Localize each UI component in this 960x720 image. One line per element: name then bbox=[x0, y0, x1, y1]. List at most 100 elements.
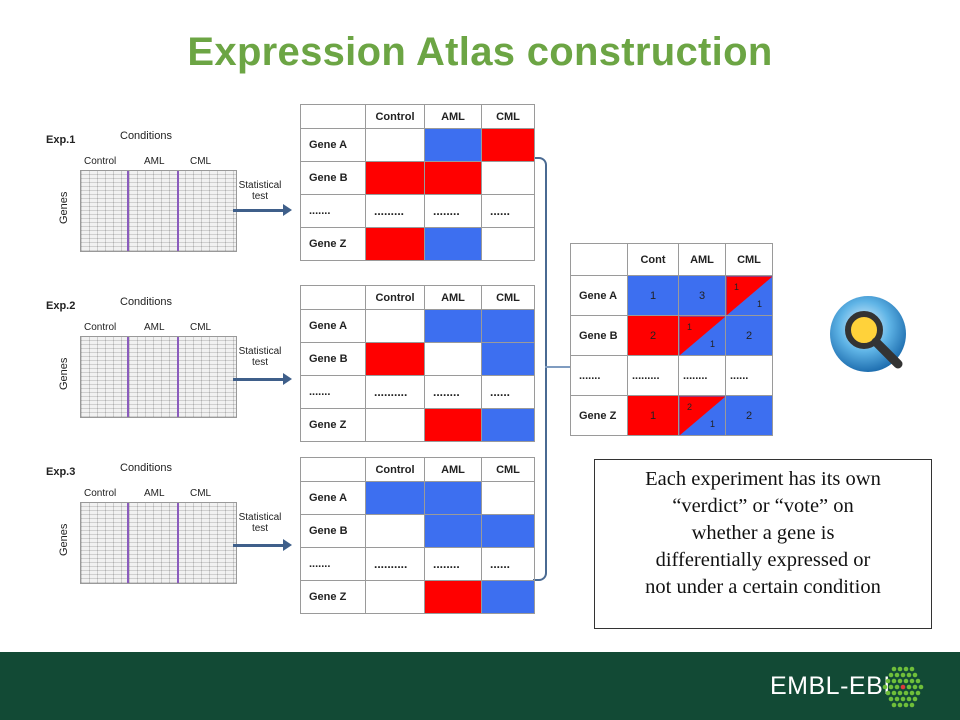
expression-cell-none bbox=[365, 309, 425, 343]
logo-dot bbox=[897, 690, 903, 696]
condition-divider bbox=[127, 171, 129, 251]
explanation-line: not under a certain condition bbox=[645, 576, 881, 598]
condition-divider bbox=[127, 337, 129, 417]
gene-name-cell: Gene B bbox=[300, 161, 366, 195]
ellipsis-cell: ........ bbox=[424, 194, 482, 228]
expression-heatmap bbox=[80, 336, 237, 418]
embl-ebi-hex-logo-icon bbox=[882, 666, 924, 708]
table-row: Gene Z bbox=[300, 580, 535, 614]
up-vote-count: 2 bbox=[687, 402, 693, 412]
vote-cell-blue: 2 bbox=[725, 395, 773, 436]
logo-dot bbox=[909, 702, 915, 708]
ellipsis-cell: .......... bbox=[365, 547, 425, 581]
table-header-cell: Control bbox=[365, 104, 425, 129]
logo-dot bbox=[891, 678, 897, 684]
expression-cell-blue bbox=[424, 309, 482, 343]
down-vote-count: 1 bbox=[756, 299, 762, 309]
logo-dot bbox=[900, 672, 906, 678]
gene-name-cell: Gene Z bbox=[300, 408, 366, 442]
table-row: Gene Z bbox=[300, 227, 535, 261]
table-row: .............................. bbox=[300, 194, 535, 228]
merge-connector bbox=[545, 366, 571, 368]
logo-dot bbox=[900, 696, 906, 702]
table-row: ............................... bbox=[300, 547, 535, 581]
gene-name-cell: Gene A bbox=[300, 309, 366, 343]
expression-cell-red bbox=[424, 580, 482, 614]
gene-name-cell: Gene Z bbox=[300, 227, 366, 261]
expression-cell-red bbox=[424, 161, 482, 195]
condition-column-label: CML bbox=[190, 322, 212, 333]
table-header-cell: Control bbox=[365, 285, 425, 310]
final-header-cell: CML bbox=[725, 243, 773, 276]
explanation-line: Each experiment has its own bbox=[645, 468, 881, 490]
vote-cell-blue: 3 bbox=[678, 275, 726, 316]
gene-name-cell: Gene B bbox=[570, 315, 628, 356]
ellipsis-cell: ........ bbox=[678, 355, 726, 396]
condition-column-label: AML bbox=[144, 488, 165, 499]
statistical-test-text: test bbox=[251, 357, 269, 368]
gene-name-cell: ....... bbox=[570, 355, 628, 396]
expression-cell-none bbox=[365, 128, 425, 162]
logo-dot bbox=[903, 678, 909, 684]
condition-column-label: AML bbox=[144, 156, 165, 167]
conditions-label: Conditions bbox=[120, 130, 172, 142]
ellipsis-cell: ...... bbox=[481, 375, 535, 409]
ellipsis-cell: ...... bbox=[481, 194, 535, 228]
embl-ebi-logo-text: EMBL-EBI bbox=[770, 672, 891, 700]
logo-dot bbox=[903, 690, 909, 696]
genes-axis-label: Genes bbox=[58, 523, 70, 556]
expression-cell-none bbox=[365, 580, 425, 614]
expression-cell-blue bbox=[481, 580, 535, 614]
condition-divider bbox=[127, 503, 129, 583]
logo-dot bbox=[915, 678, 921, 684]
vote-cell-blue: 1 bbox=[627, 275, 679, 316]
condition-column-label: Control bbox=[84, 156, 117, 167]
expression-heatmap bbox=[80, 502, 237, 584]
logo-dot bbox=[909, 678, 915, 684]
conditions-label: Conditions bbox=[120, 462, 172, 474]
logo-dot bbox=[897, 678, 903, 684]
statistical-test-text: Statistical bbox=[238, 512, 282, 523]
condition-column-label: Control bbox=[84, 488, 117, 499]
logo-dot bbox=[912, 684, 918, 690]
condition-column-label: Control bbox=[84, 322, 117, 333]
expression-cell-blue bbox=[424, 128, 482, 162]
table-row: Gene B bbox=[300, 514, 535, 548]
gene-name-cell: Gene Z bbox=[300, 580, 366, 614]
expression-cell-blue bbox=[481, 342, 535, 376]
ellipsis-cell: ......... bbox=[365, 194, 425, 228]
gene-name-cell: Gene A bbox=[300, 128, 366, 162]
logo-dot bbox=[885, 678, 891, 684]
genes-axis-label: Genes bbox=[58, 191, 70, 224]
logo-dot bbox=[885, 690, 891, 696]
experiment-label: Exp.3 bbox=[46, 466, 76, 478]
ellipsis-cell: ........ bbox=[424, 375, 482, 409]
table-row: ............................... bbox=[300, 375, 535, 409]
expression-atlas-search-icon bbox=[830, 296, 906, 372]
gene-name-cell: ....... bbox=[300, 547, 366, 581]
slide-title: Expression Atlas construction bbox=[187, 30, 773, 74]
logo-dot bbox=[894, 696, 900, 702]
explanation-line: “verdict” or “vote” on bbox=[672, 495, 854, 517]
logo-dot bbox=[891, 690, 897, 696]
logo-dot bbox=[888, 696, 894, 702]
down-vote-count: 1 bbox=[709, 339, 715, 349]
logo-dot bbox=[882, 684, 888, 690]
table-row: Gene B bbox=[300, 161, 535, 195]
logo-dot bbox=[915, 690, 921, 696]
table-header-cell: CML bbox=[481, 285, 535, 310]
logo-dot bbox=[894, 672, 900, 678]
footer-bar: EMBL-EBI bbox=[0, 652, 960, 720]
arrow-to-table bbox=[233, 539, 292, 551]
logo-dot bbox=[900, 684, 906, 690]
table-row: Gene Z bbox=[300, 408, 535, 442]
table-row: Gene B bbox=[300, 342, 535, 376]
table-row: Gene A bbox=[300, 128, 535, 162]
statistical-test-text: Statistical bbox=[238, 180, 282, 191]
